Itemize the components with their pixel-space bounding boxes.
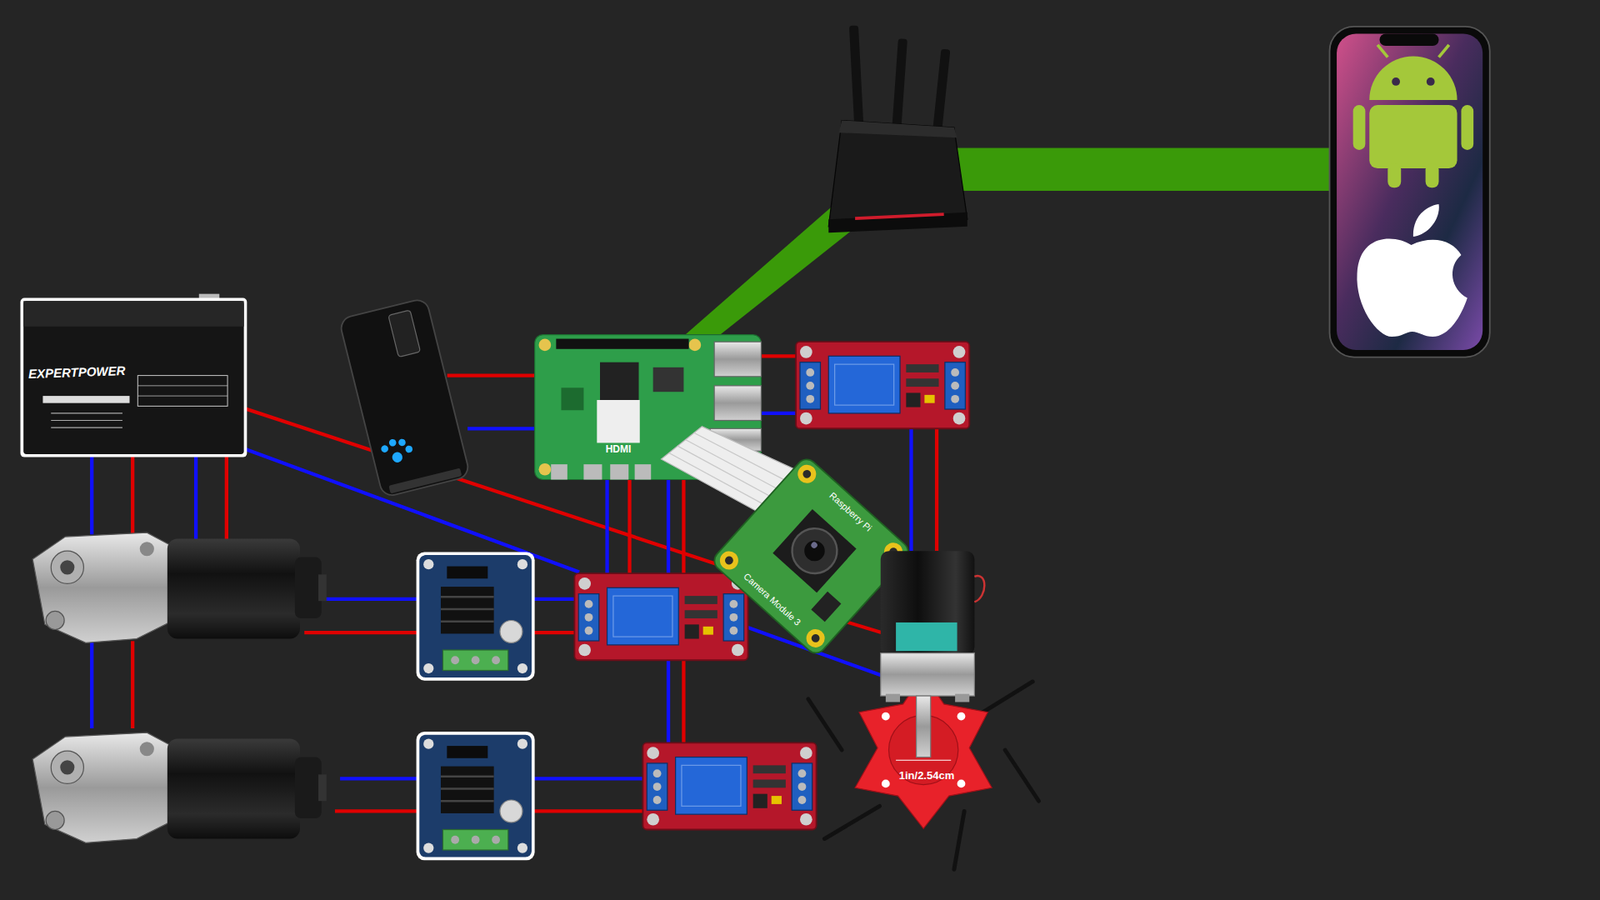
battery: [20, 294, 247, 458]
relay-module: [795, 341, 970, 429]
wireless-link: [673, 148, 1335, 345]
relay-module: [642, 742, 816, 830]
motor-driver: [416, 551, 535, 680]
power-bank: [339, 297, 471, 498]
port-label: HDMI: [605, 444, 632, 455]
wiper-motor: [32, 532, 327, 643]
apple-logo: [1356, 204, 1467, 337]
android-logo: [1353, 45, 1474, 188]
relay-module: [574, 573, 748, 660]
motor-driver: [416, 731, 535, 860]
phone: [1330, 26, 1490, 358]
board-label: Raspberry Pi: [827, 490, 874, 534]
brand-label: EXPERTPOWER: [28, 364, 126, 382]
dimension-label: 1in/2.54cm: [899, 770, 955, 782]
board-label: Camera Module 3: [741, 570, 803, 627]
wiper-motor: [32, 732, 327, 843]
cutter-motor: [808, 550, 1040, 870]
router: [828, 25, 968, 233]
